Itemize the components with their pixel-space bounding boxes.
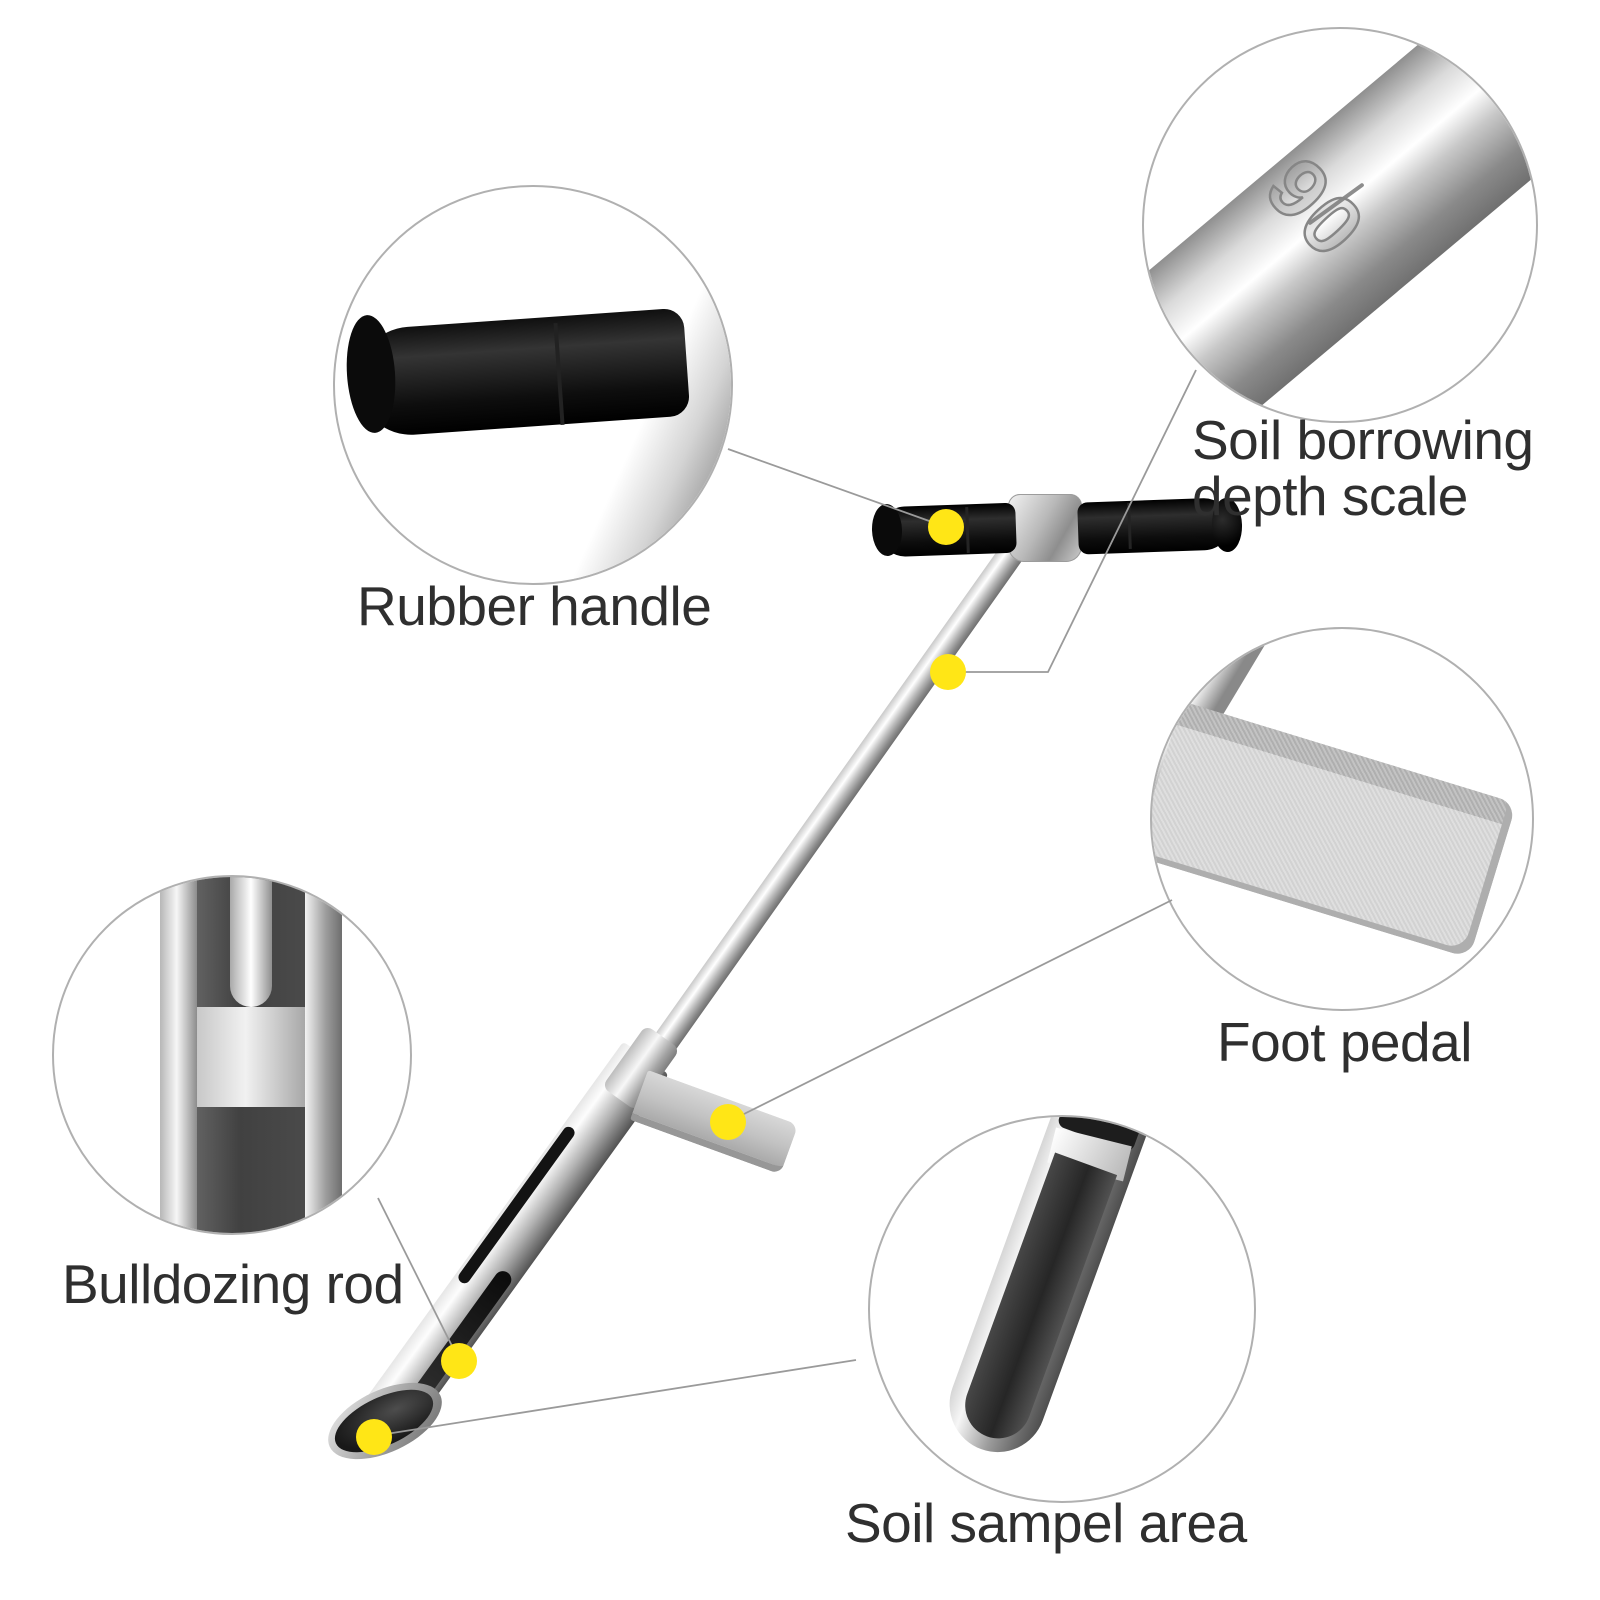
highlight-dot-soil-sample: [356, 1419, 392, 1455]
rubber-handle-zoom-circle: [333, 185, 733, 585]
foot-pedal-label: Foot pedal: [1217, 1011, 1472, 1073]
soil-sample-label: Soil sampel area: [845, 1492, 1247, 1554]
bulldozing-rod-zoom-circle: [52, 875, 412, 1235]
inner-sleeve-closeup: [197, 1007, 305, 1107]
foot-pedal-zoom-circle: [1150, 627, 1534, 1011]
depth-scale-label-line1: Soil borrowing: [1192, 409, 1534, 471]
depth-scale-zoom-circle: 90: [1142, 27, 1538, 423]
rubber-handle-label: Rubber handle: [357, 575, 712, 637]
highlight-dot-rubber-handle: [928, 509, 964, 545]
depth-scale-label: Soil borrowing depth scale: [1192, 412, 1534, 524]
sample-tube-closeup: [936, 1117, 1151, 1466]
bulldozing-rod-label: Bulldozing rod: [62, 1253, 404, 1315]
depth-scale-label-line2: depth scale: [1192, 465, 1468, 527]
highlight-dot-bulldozing-rod: [441, 1343, 477, 1379]
inner-rod-closeup: [230, 877, 272, 1007]
handle-connector: [1008, 494, 1082, 562]
highlight-dot-depth-scale: [930, 654, 966, 690]
tube-wall-left-closeup: [160, 877, 197, 1233]
soil-core-closeup: [955, 1152, 1118, 1448]
rubber-grip-closeup: [353, 307, 691, 439]
pedal-plate-closeup: [1152, 701, 1517, 959]
tube-slot-window: [456, 1124, 577, 1286]
soil-sample-zoom-circle: [868, 1115, 1256, 1503]
tube-wall-right-closeup: [305, 877, 342, 1233]
highlight-dot-foot-pedal: [710, 1104, 746, 1140]
